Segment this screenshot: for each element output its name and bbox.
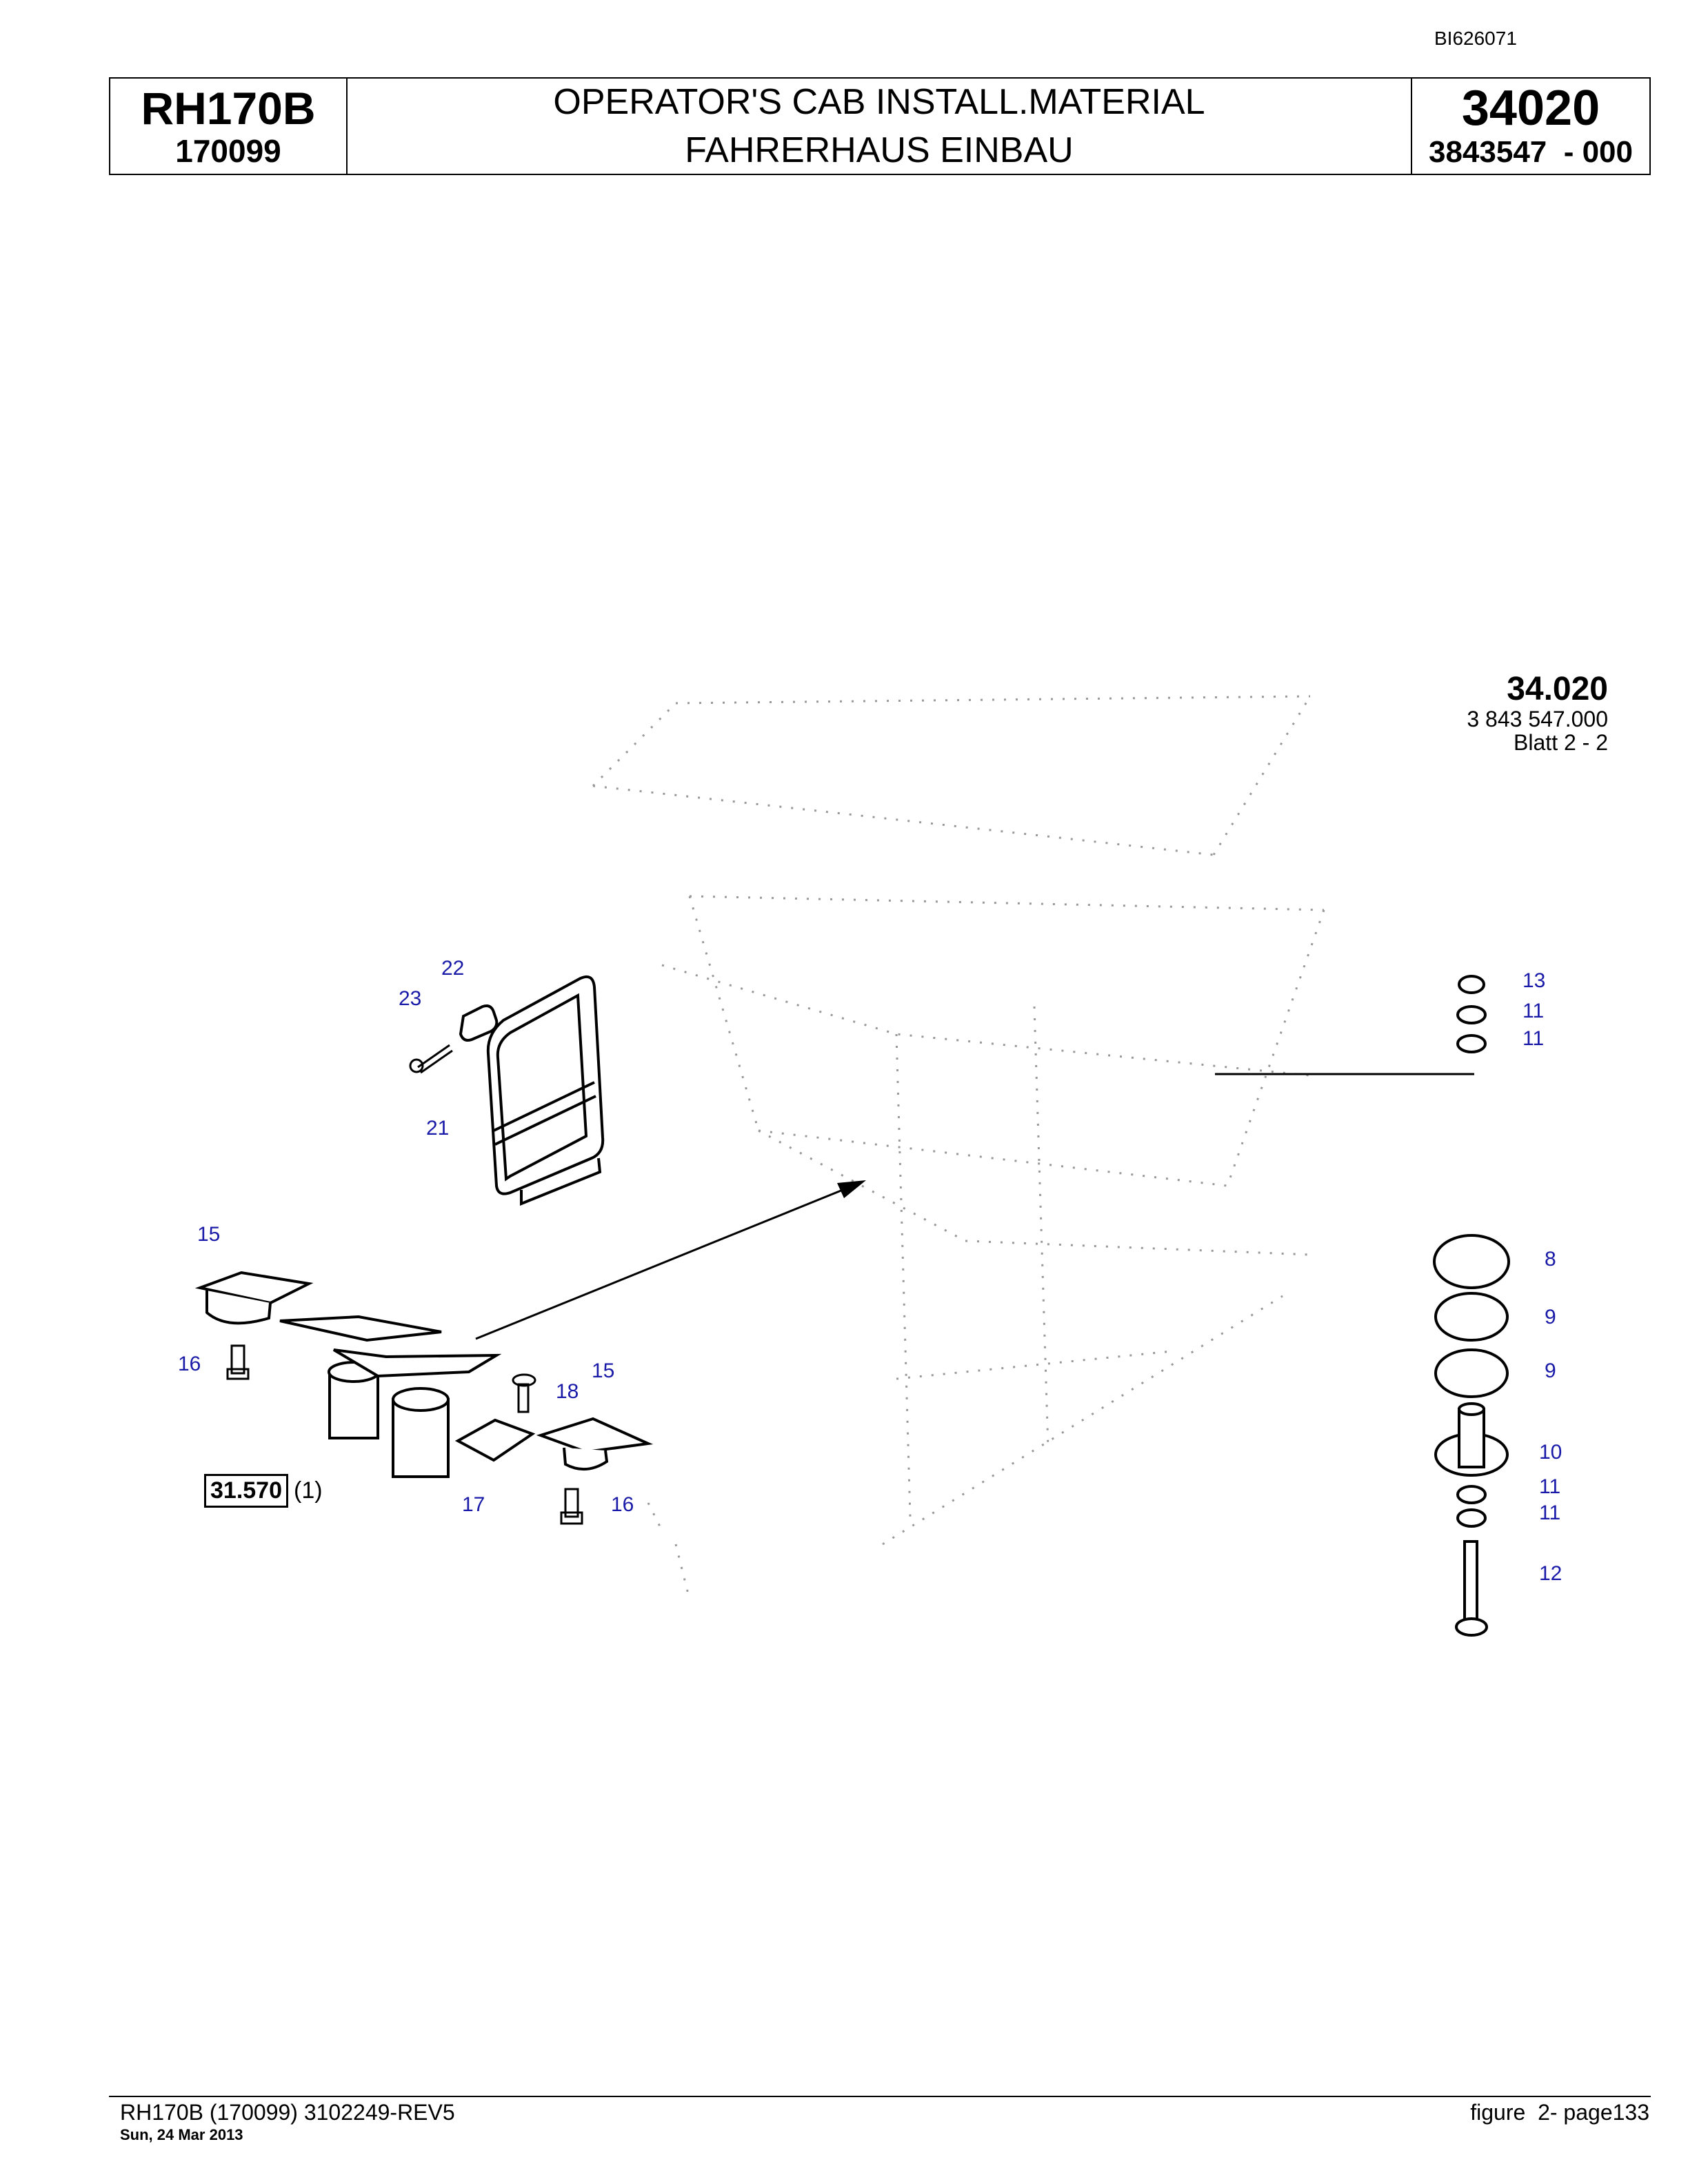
callout-15-left: 15 <box>197 1223 220 1246</box>
bolt-23 <box>409 1044 453 1074</box>
bolt-16-bottom <box>560 1488 583 1525</box>
document-id: BI626071 <box>1434 28 1517 49</box>
callout-8: 8 <box>1545 1248 1556 1271</box>
callout-labels: 22 23 21 15 16 15 18 17 16 13 11 11 8 9 … <box>178 957 1562 1585</box>
callout-17: 17 <box>462 1493 485 1516</box>
fastener-stack <box>1433 975 1510 1637</box>
callout-16-left: 16 <box>178 1353 201 1375</box>
cab-mount-assembly <box>194 1271 654 1478</box>
model-name: RH170B <box>141 83 316 134</box>
pointer-arrow <box>475 1180 866 1340</box>
callout-11-d: 11 <box>1539 1502 1560 1524</box>
sub-assembly-label: 31.570 <box>204 1474 288 1508</box>
callout-9-a: 9 <box>1545 1306 1556 1328</box>
sub-assembly-qty: (1) <box>294 1477 323 1504</box>
drawing-sheet: Blatt 2 - 2 <box>1514 730 1608 755</box>
pin-22 <box>459 1004 499 1042</box>
callout-12: 12 <box>1539 1562 1562 1585</box>
footer-divider <box>109 2096 1651 2097</box>
callout-23: 23 <box>399 987 421 1010</box>
header-group-cell: 34020 3843547 - 000 <box>1412 79 1649 174</box>
group-number: 34020 <box>1461 81 1600 136</box>
header-table: RH170B 170099 OPERATOR'S CAB INSTALL.MAT… <box>109 77 1651 175</box>
drawing-reference: 34.020 3 843 547.000 Blatt 2 - 2 <box>1420 671 1608 755</box>
callout-10: 10 <box>1539 1441 1562 1464</box>
header-model-cell: RH170B 170099 <box>110 79 348 174</box>
callout-21: 21 <box>426 1117 449 1140</box>
cab-frame-outline <box>592 695 1325 1600</box>
callout-16-bottom: 16 <box>611 1493 634 1516</box>
callout-11-b: 11 <box>1523 1027 1544 1050</box>
sub-assembly-reference: 31.570 (1) <box>204 1474 323 1508</box>
bolt-18 <box>512 1373 536 1413</box>
bolt-16-left <box>226 1344 250 1380</box>
serial-number: 170099 <box>175 133 281 169</box>
callout-22: 22 <box>441 957 464 980</box>
footer-page-ref: figure 2- page133 <box>1470 2100 1649 2125</box>
part-number: 3843547 - 000 <box>1428 135 1634 169</box>
footer-date: Sun, 24 Mar 2013 <box>120 2126 243 2143</box>
callout-13: 13 <box>1523 969 1545 992</box>
callout-18: 18 <box>556 1380 579 1403</box>
callout-11-a: 11 <box>1523 1000 1544 1022</box>
drawing-part-number: 3 843 547.000 <box>1467 707 1608 731</box>
title-english: OPERATOR'S CAB INSTALL.MATERIAL <box>553 82 1205 122</box>
callout-11-c: 11 <box>1539 1475 1560 1498</box>
handrail-frame <box>486 975 605 1206</box>
footer-document-ref: RH170B (170099) 3102249-REV5 <box>120 2100 455 2125</box>
header-title-cell: OPERATOR'S CAB INSTALL.MATERIAL FAHRERHA… <box>348 79 1412 174</box>
title-german: FAHRERHAUS EINBAU <box>685 130 1074 170</box>
drawing-group: 34.020 <box>1507 671 1608 707</box>
callout-15-right: 15 <box>592 1359 614 1382</box>
callout-9-b: 9 <box>1545 1359 1556 1382</box>
